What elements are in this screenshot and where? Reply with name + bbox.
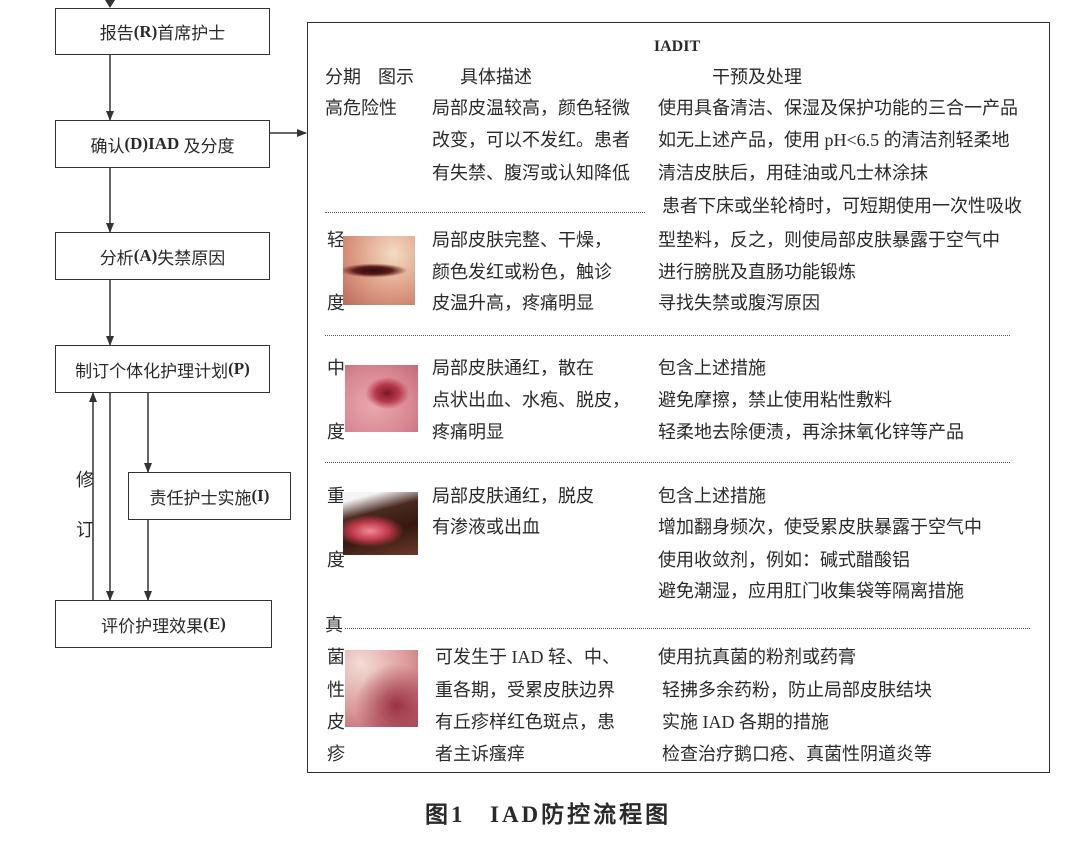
row-high-risk-intervention-5: 型垫料，反之，则使局部皮肤暴露于空气中 xyxy=(658,230,1000,250)
row-severe-stage-2: 度 xyxy=(327,550,345,570)
header-image: 图示 xyxy=(378,67,414,87)
row-moderate-desc-1: 局部皮肤通红，散在 xyxy=(432,358,594,378)
step-confirm-pre: 确认 xyxy=(90,136,125,156)
row-severe-desc-2: 有渗液或出血 xyxy=(432,517,540,537)
row-fungal-intervention-2: 轻拂多余药粉，防止局部皮肤结块 xyxy=(662,680,932,700)
row-high-risk-intervention-2: 如无上述产品，使用 pH<6.5 的清洁剂轻柔地 xyxy=(658,130,1010,150)
row-high-risk-intervention-6: 进行膀胱及直肠功能锻炼 xyxy=(658,262,856,282)
row-mild-desc-2: 颜色发红或粉色，触诊 xyxy=(432,262,612,282)
row-severe-desc-1: 局部皮肤通红，脱皮 xyxy=(432,486,594,506)
row-mild-desc-1: 局部皮肤完整、干燥， xyxy=(432,230,612,250)
step-implement-code: (I) xyxy=(251,486,270,505)
step-report-code: (R) xyxy=(133,21,158,41)
row-moderate-intervention-1: 包含上述措施 xyxy=(658,358,766,378)
row-high-risk-intervention-7: 寻找失禁或腹泻原因 xyxy=(658,293,820,313)
row-fungal-stage-2: 菌 xyxy=(327,647,345,667)
row-fungal-intervention-4: 检查治疗鹅口疮、真菌性阴道炎等 xyxy=(662,744,932,764)
header-stage: 分期 xyxy=(325,67,361,87)
step-implement-pre: 责任护士实施 xyxy=(149,488,252,508)
row-high-risk-desc-2: 改变，可以不发红。患者 xyxy=(432,130,630,150)
step-plan-box: 制订个体化护理计划(P) xyxy=(55,345,270,393)
row-divider xyxy=(345,628,1030,629)
row-divider xyxy=(325,212,645,213)
row-fungal-desc-4: 者主诉瘙痒 xyxy=(435,744,525,764)
revise-label-char-2: 订 xyxy=(76,520,94,540)
step-implement-box: 责任护士实施(I) xyxy=(128,472,291,520)
arrow-into-report xyxy=(105,0,115,8)
row-mild-stage-1: 轻 xyxy=(327,230,345,250)
row-divider xyxy=(325,462,1010,463)
row-moderate-intervention-3: 轻柔地去除便渍，再涂抹氧化锌等产品 xyxy=(658,422,964,442)
row-high-risk-intervention-1: 使用具备清洁、保湿及保护功能的三合一产品 xyxy=(658,98,1018,118)
step-report-box: 报告(R)首席护士 xyxy=(55,8,270,55)
row-fungal-stage-4: 皮 xyxy=(327,712,345,732)
row-moderate-desc-3: 疼痛明显 xyxy=(432,422,504,442)
severe-iad-photo xyxy=(343,492,418,555)
iadit-table xyxy=(307,22,1050,773)
row-high-risk-intervention-4: 患者下床或坐轮椅时，可短期使用一次性吸收 xyxy=(662,196,1022,216)
step-plan-code: (P) xyxy=(228,359,250,378)
header-description: 具体描述 xyxy=(460,67,532,87)
row-severe-intervention-1: 包含上述措施 xyxy=(658,486,766,506)
row-high-risk-desc-3: 有失禁、腹泻或认知降低 xyxy=(432,163,630,183)
row-severe-intervention-2: 增加翻身频次，使受累皮肤暴露于空气中 xyxy=(658,517,982,537)
row-moderate-stage-2: 度 xyxy=(327,422,345,442)
row-mild-stage-2: 度 xyxy=(327,293,345,313)
step-evaluate-code: (E) xyxy=(203,614,226,633)
step-analyze-box: 分析(A)失禁原因 xyxy=(55,232,270,280)
revise-label-char-1: 修 xyxy=(76,470,94,490)
step-report-pre: 报告 xyxy=(99,24,134,43)
step-evaluate-box: 评价护理效果(E) xyxy=(55,600,272,648)
row-fungal-desc-1: 可发生于 IAD 轻、中、 xyxy=(435,647,620,667)
row-fungal-desc-3: 有丘疹样红色斑点，患 xyxy=(435,712,615,732)
step-plan-pre: 制订个体化护理计划 xyxy=(75,361,229,381)
row-severe-intervention-4: 避免潮湿，应用肛门收集袋等隔离措施 xyxy=(658,581,964,601)
step-analyze-code: (A) xyxy=(133,246,158,265)
row-high-risk-intervention-3: 清洁皮肤后，用硅油或凡士林涂抹 xyxy=(658,163,928,183)
row-fungal-stage-1: 真 xyxy=(325,615,343,635)
row-moderate-intervention-2: 避免摩擦，禁止使用粘性敷料 xyxy=(658,390,892,410)
row-fungal-stage-5: 疹 xyxy=(327,744,345,764)
iadit-title: IADIT xyxy=(653,38,701,55)
row-severe-intervention-3: 使用收敛剂，例如：碱式醋酸铝 xyxy=(658,550,910,570)
step-confirm-code: (D)IAD xyxy=(124,134,180,153)
row-fungal-desc-2: 重各期，受累皮肤边界 xyxy=(435,680,615,700)
figure-label: 图1 xyxy=(425,802,466,827)
row-high-risk-desc-1: 局部皮温较高，颜色轻微 xyxy=(432,98,630,118)
fungal-rash-photo xyxy=(345,650,418,727)
header-intervention: 干预及处理 xyxy=(712,67,802,87)
step-evaluate-pre: 评价护理效果 xyxy=(101,616,204,636)
row-mild-desc-3: 皮温升高，疼痛明显 xyxy=(432,293,594,313)
step-analyze-pre: 分析 xyxy=(99,248,134,268)
row-fungal-stage-3: 性 xyxy=(327,680,345,700)
row-severe-stage-1: 重 xyxy=(327,486,345,506)
row-divider xyxy=(325,335,1010,336)
step-confirm-post: 及分度 xyxy=(179,136,235,156)
step-confirm-box: 确认(D)IAD 及分度 xyxy=(55,120,270,168)
mild-iad-photo xyxy=(343,236,415,305)
figure-title: IAD防控流程图 xyxy=(490,802,672,827)
row-fungal-intervention-1: 使用抗真菌的粉剂或药膏 xyxy=(658,647,856,667)
row-high-risk-stage: 高危险性 xyxy=(325,98,397,118)
row-moderate-desc-2: 点状出血、水疱、脱皮， xyxy=(432,390,630,410)
step-report-post: 首席护士 xyxy=(157,24,226,43)
row-fungal-intervention-3: 实施 IAD 各期的措施 xyxy=(662,712,829,732)
row-moderate-stage-1: 中 xyxy=(327,358,345,378)
step-analyze-post: 失禁原因 xyxy=(157,248,226,268)
moderate-iad-photo xyxy=(345,365,418,432)
